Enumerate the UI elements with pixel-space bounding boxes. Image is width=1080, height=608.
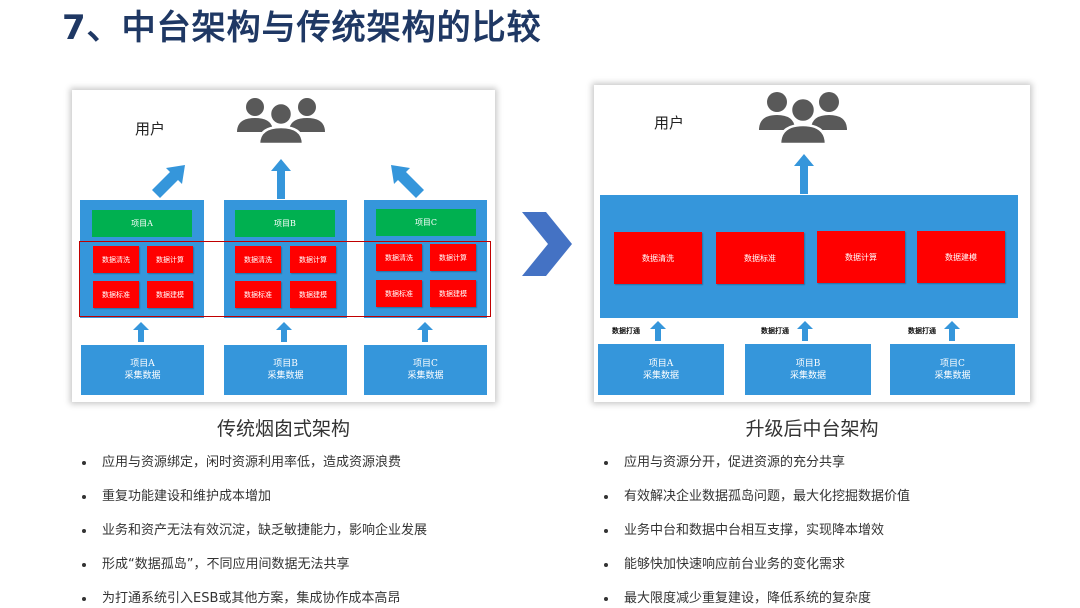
source-box-a: 项目A 采集数据 <box>598 344 724 395</box>
source-caption: 采集数据 <box>407 371 444 381</box>
users-group-icon <box>237 98 325 144</box>
bullet-item: 应用与资源绑定，闲时资源利用率低，造成资源浪费 <box>80 454 520 488</box>
bullet-item: 有效解决企业数据孤岛问题，最大化挖掘数据价值 <box>602 488 1062 522</box>
module-data-computing: 数据计算 <box>147 246 193 273</box>
source-project: 项目B <box>795 358 821 369</box>
arrow-up-icon <box>794 154 814 194</box>
source-project: 项目A <box>648 358 674 369</box>
chevron-right-icon <box>522 212 572 276</box>
source-project: 项目C <box>940 358 965 369</box>
users-group-icon <box>759 92 847 144</box>
module-data-modeling: 数据建模 <box>147 281 193 308</box>
source-box-b: 项目B 采集数据 <box>224 345 347 395</box>
arrow-diagonal-up-left-icon <box>391 165 424 198</box>
module-data-modeling: 数据建模 <box>917 231 1005 283</box>
arrow-up-icon <box>271 159 291 199</box>
project-label-b: 项目B <box>235 210 335 237</box>
source-project: 项目B <box>273 359 298 369</box>
bullet-item: 应用与资源分开，促进资源的充分共享 <box>602 454 1062 488</box>
users-label: 用户 <box>135 120 166 138</box>
source-caption: 采集数据 <box>789 370 826 381</box>
arrow-up-icon <box>276 322 292 342</box>
module-data-standard: 数据标准 <box>235 281 281 308</box>
data-link-label: 数据打通 <box>761 326 789 335</box>
bullet-item: 形成“数据孤岛”，不同应用间数据无法共享 <box>80 556 520 590</box>
arrow-up-icon <box>944 321 960 341</box>
bullet-item: 最大限度减少重复建设，降低系统的复杂度 <box>602 590 1062 608</box>
project-label-a: 项目A <box>92 210 192 237</box>
project-label-c: 项目C <box>376 209 476 236</box>
module-data-computing: 数据计算 <box>290 246 336 273</box>
module-data-cleaning: 数据清洗 <box>614 232 702 284</box>
module-data-modeling: 数据建模 <box>290 281 336 308</box>
bullet-item: 为打通系统引入ESB或其他方案，集成协作成本高昂 <box>80 590 520 608</box>
source-box-c: 项目C 采集数据 <box>890 344 1015 395</box>
bullet-item: 业务和资产无法有效沉淀，缺乏敏捷能力，影响企业发展 <box>80 522 520 556</box>
bullet-item: 能够快加快速响应前台业务的变化需求 <box>602 556 1062 590</box>
source-project: 项目C <box>413 359 438 369</box>
source-box-c: 项目C 采集数据 <box>364 345 487 395</box>
source-caption: 采集数据 <box>642 370 679 381</box>
source-caption: 采集数据 <box>124 371 161 381</box>
source-caption: 采集数据 <box>267 371 304 381</box>
data-link-label: 数据打通 <box>908 326 936 335</box>
module-data-cleaning: 数据清洗 <box>376 244 422 271</box>
arrow-up-icon <box>797 321 813 341</box>
arrow-up-icon <box>133 322 149 342</box>
bullet-item: 重复功能建设和维护成本增加 <box>80 488 520 522</box>
module-data-cleaning: 数据清洗 <box>235 246 281 273</box>
module-data-computing: 数据计算 <box>817 231 905 283</box>
traditional-architecture-bullets: 应用与资源绑定，闲时资源利用率低，造成资源浪费 重复功能建设和维护成本增加 业务… <box>80 454 520 608</box>
module-data-standard: 数据标准 <box>716 232 804 284</box>
users-label: 用户 <box>654 114 685 132</box>
duplicated-modules-highlight <box>79 241 491 317</box>
module-data-cleaning: 数据清洗 <box>93 246 139 273</box>
arrow-up-icon <box>650 321 666 341</box>
source-box-b: 项目B 采集数据 <box>745 344 871 395</box>
data-link-label: 数据打通 <box>612 326 640 335</box>
middle-platform-bullets: 应用与资源分开，促进资源的充分共享 有效解决企业数据孤岛问题，最大化挖掘数据价值… <box>602 454 1062 608</box>
module-data-standard: 数据标准 <box>93 281 139 308</box>
arrow-up-icon <box>417 322 433 342</box>
arrow-diagonal-up-right-icon <box>152 165 185 198</box>
middle-platform-caption: 升级后中台架构 <box>745 418 879 440</box>
module-data-computing: 数据计算 <box>430 244 476 271</box>
source-project: 项目A <box>130 359 155 369</box>
module-data-modeling: 数据建模 <box>430 280 476 307</box>
source-caption: 采集数据 <box>934 370 971 381</box>
module-data-standard: 数据标准 <box>376 280 422 307</box>
bullet-item: 业务中台和数据中台相互支撑，实现降本增效 <box>602 522 1062 556</box>
traditional-architecture-caption: 传统烟囱式架构 <box>216 418 350 440</box>
source-box-a: 项目A 采集数据 <box>81 345 204 395</box>
slide-title: 7、中台架构与传统架构的比较 <box>62 8 542 48</box>
